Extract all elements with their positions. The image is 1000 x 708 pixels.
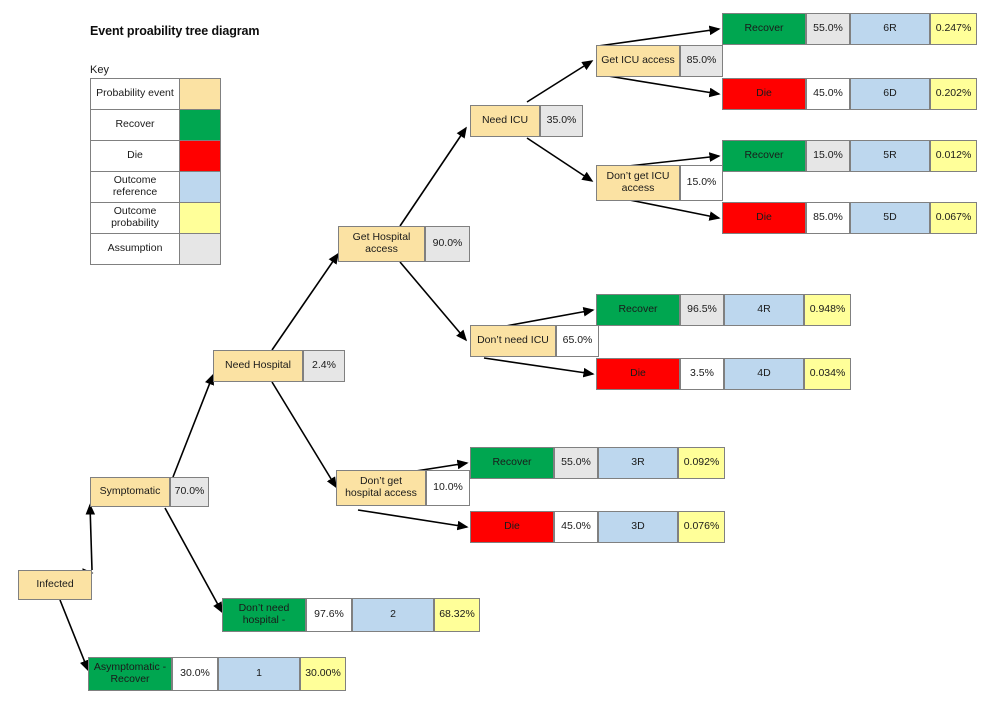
outcome-4r-outcome-probability: 0.948% <box>804 294 851 326</box>
node-dont-get-hospital-access[interactable]: Don’t get hospital access 10.0% <box>336 470 470 506</box>
node-need-hospital-label: Need Hospital <box>213 350 303 382</box>
key-label-recover: Recover <box>90 109 180 141</box>
outcome-3d-reference: 3D <box>598 511 678 543</box>
key-heading: Key <box>90 64 109 76</box>
key-table: Probability event Recover Die Outcome re… <box>90 78 221 265</box>
outcome-dont-need-hospital-reference: 2 <box>352 598 434 632</box>
node-dont-need-icu[interactable]: Don’t need ICU 65.0% <box>470 325 599 357</box>
outcome-asymptomatic-outcome-probability: 30.00% <box>300 657 346 691</box>
outcome-dont-need-hospital-outcome-probability: 68.32% <box>434 598 480 632</box>
node-get-icu-access[interactable]: Get ICU access 85.0% <box>596 45 723 77</box>
outcome-row-5d[interactable]: Die 85.0% 5D 0.067% <box>722 202 977 234</box>
swatch-recover <box>179 109 221 141</box>
outcome-5d-probability: 85.0% <box>806 202 850 234</box>
swatch-outcome-reference <box>179 171 221 203</box>
node-need-icu[interactable]: Need ICU 35.0% <box>470 105 583 137</box>
swatch-outcome-probability <box>179 202 221 234</box>
outcome-4r-probability: 96.5% <box>680 294 724 326</box>
key-row-probability-event: Probability event <box>90 78 221 110</box>
outcome-dont-need-hospital-probability: 97.6% <box>306 598 352 632</box>
key-label-outcome-probability: Outcome probability <box>90 202 180 234</box>
outcome-6d-reference: 6D <box>850 78 930 110</box>
outcome-asymptomatic-label: Asymptomatic - Recover <box>88 657 172 691</box>
outcome-3d-probability: 45.0% <box>554 511 598 543</box>
outcome-row-3d[interactable]: Die 45.0% 3D 0.076% <box>470 511 725 543</box>
node-dont-need-icu-probability: 65.0% <box>556 325 599 357</box>
outcome-asymptomatic-probability: 30.0% <box>172 657 218 691</box>
node-dont-get-hospital-access-probability: 10.0% <box>426 470 470 506</box>
outcome-5d-label: Die <box>722 202 806 234</box>
outcome-dont-need-hospital-label: Don’t need hospital - <box>222 598 306 632</box>
outcome-4r-reference: 4R <box>724 294 804 326</box>
key-row-recover: Recover <box>90 109 221 141</box>
key-label-outcome-reference: Outcome reference <box>90 171 180 203</box>
outcome-row-4r[interactable]: Recover 96.5% 4R 0.948% <box>596 294 851 326</box>
outcome-row-dont-need-hospital[interactable]: Don’t need hospital - 97.6% 2 68.32% <box>222 598 480 632</box>
outcome-4d-outcome-probability: 0.034% <box>804 358 851 390</box>
outcome-5r-outcome-probability: 0.012% <box>930 140 977 172</box>
outcome-row-asymptomatic[interactable]: Asymptomatic - Recover 30.0% 1 30.00% <box>88 657 346 691</box>
node-get-hospital-access[interactable]: Get Hospital access 90.0% <box>338 226 470 262</box>
outcome-6d-outcome-probability: 0.202% <box>930 78 977 110</box>
node-need-icu-probability: 35.0% <box>540 105 583 137</box>
node-symptomatic[interactable]: Symptomatic 70.0% <box>90 477 209 507</box>
node-get-hospital-access-probability: 90.0% <box>425 226 470 262</box>
outcome-5r-label: Recover <box>722 140 806 172</box>
node-dont-get-icu-access-probability: 15.0% <box>680 165 723 201</box>
key-row-outcome-probability: Outcome probability <box>90 202 221 234</box>
node-need-icu-label: Need ICU <box>470 105 540 137</box>
key-label-die: Die <box>90 140 180 172</box>
outcome-6r-label: Recover <box>722 13 806 45</box>
key-row-outcome-reference: Outcome reference <box>90 171 221 203</box>
outcome-5d-outcome-probability: 0.067% <box>930 202 977 234</box>
swatch-probability-event <box>179 78 221 110</box>
node-symptomatic-label: Symptomatic <box>90 477 170 507</box>
page-title: Event proability tree diagram <box>90 24 260 38</box>
swatch-die <box>179 140 221 172</box>
outcome-row-6r[interactable]: Recover 55.0% 6R 0.247% <box>722 13 977 45</box>
outcome-3r-outcome-probability: 0.092% <box>678 447 725 479</box>
outcome-6d-probability: 45.0% <box>806 78 850 110</box>
outcome-6r-outcome-probability: 0.247% <box>930 13 977 45</box>
outcome-3d-label: Die <box>470 511 554 543</box>
outcome-6r-probability: 55.0% <box>806 13 850 45</box>
node-get-icu-access-probability: 85.0% <box>680 45 723 77</box>
outcome-4d-label: Die <box>596 358 680 390</box>
node-infected[interactable]: Infected <box>18 570 92 600</box>
swatch-assumption <box>179 233 221 265</box>
outcome-3r-probability: 55.0% <box>554 447 598 479</box>
node-need-hospital-probability: 2.4% <box>303 350 345 382</box>
outcome-5r-probability: 15.0% <box>806 140 850 172</box>
outcome-4d-probability: 3.5% <box>680 358 724 390</box>
node-dont-need-icu-label: Don’t need ICU <box>470 325 556 357</box>
node-dont-get-hospital-access-label: Don’t get hospital access <box>336 470 426 506</box>
outcome-5r-reference: 5R <box>850 140 930 172</box>
node-dont-get-icu-access-label: Don’t get ICU access <box>596 165 680 201</box>
outcome-asymptomatic-reference: 1 <box>218 657 300 691</box>
outcome-3r-reference: 3R <box>598 447 678 479</box>
node-get-hospital-access-label: Get Hospital access <box>338 226 425 262</box>
node-need-hospital[interactable]: Need Hospital 2.4% <box>213 350 345 382</box>
outcome-6r-reference: 6R <box>850 13 930 45</box>
outcome-4r-label: Recover <box>596 294 680 326</box>
node-symptomatic-probability: 70.0% <box>170 477 209 507</box>
outcome-row-5r[interactable]: Recover 15.0% 5R 0.012% <box>722 140 977 172</box>
key-label-probability-event: Probability event <box>90 78 180 110</box>
outcome-4d-reference: 4D <box>724 358 804 390</box>
outcome-5d-reference: 5D <box>850 202 930 234</box>
node-get-icu-access-label: Get ICU access <box>596 45 680 77</box>
outcome-3d-outcome-probability: 0.076% <box>678 511 725 543</box>
key-row-die: Die <box>90 140 221 172</box>
outcome-6d-label: Die <box>722 78 806 110</box>
outcome-3r-label: Recover <box>470 447 554 479</box>
outcome-row-6d[interactable]: Die 45.0% 6D 0.202% <box>722 78 977 110</box>
key-row-assumption: Assumption <box>90 233 221 265</box>
node-dont-get-icu-access[interactable]: Don’t get ICU access 15.0% <box>596 165 723 201</box>
key-label-assumption: Assumption <box>90 233 180 265</box>
outcome-row-3r[interactable]: Recover 55.0% 3R 0.092% <box>470 447 725 479</box>
outcome-row-4d[interactable]: Die 3.5% 4D 0.034% <box>596 358 851 390</box>
node-infected-label: Infected <box>18 570 92 600</box>
